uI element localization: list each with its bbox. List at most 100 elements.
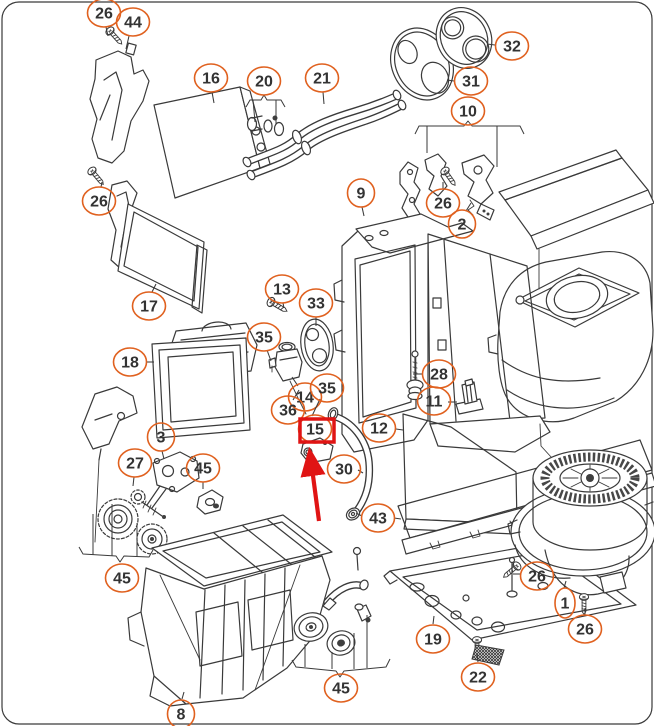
callout-balloon xyxy=(104,563,140,593)
callout-number: 26 xyxy=(528,569,546,586)
callout-number: 13 xyxy=(273,282,291,299)
callout-21: 21 xyxy=(304,63,340,105)
callout-leader-line xyxy=(105,26,109,37)
callout-11: 11 xyxy=(416,386,457,416)
grommet-33 xyxy=(300,318,334,372)
screw-icon xyxy=(85,164,108,188)
callout-balloon xyxy=(112,347,148,377)
callout-number: 20 xyxy=(255,74,273,91)
highlight-annotation xyxy=(298,417,336,522)
callout-balloon xyxy=(450,96,486,126)
callout-balloon xyxy=(166,699,196,726)
callout-number: 3 xyxy=(157,430,166,447)
callout-leader-line xyxy=(292,389,300,401)
callout-balloon xyxy=(494,31,530,61)
callout-26: 26 xyxy=(81,181,117,216)
callout-44: 44 xyxy=(115,7,151,50)
ac-housing-9 xyxy=(333,213,551,453)
callout-balloon xyxy=(346,178,376,208)
callout-balloon xyxy=(146,422,176,452)
callout-number: 18 xyxy=(121,355,139,372)
callout-number: 16 xyxy=(202,71,220,88)
callout-balloon xyxy=(460,662,496,692)
callout-leader-line xyxy=(465,202,472,212)
callout-leader-line xyxy=(266,349,272,362)
sensor-11 xyxy=(455,378,484,415)
callout-1: 1 xyxy=(554,580,576,619)
callout-number: 45 xyxy=(194,461,212,478)
callout-number: 26 xyxy=(576,622,594,639)
callout-balloon xyxy=(447,209,477,239)
support-bracket-44 xyxy=(89,42,150,164)
callout-leader-line xyxy=(311,398,321,417)
callout-number: 45 xyxy=(332,681,350,698)
callout-balloon xyxy=(117,448,153,478)
callout-balloon xyxy=(131,291,167,321)
callout-number: 10 xyxy=(459,104,477,121)
callout-number: 12 xyxy=(370,421,388,438)
actuator-3 xyxy=(146,451,200,509)
linkage-set-45 xyxy=(293,546,372,656)
callout-balloon xyxy=(567,614,603,644)
callout-17: 17 xyxy=(131,283,167,321)
callout-13: 13 xyxy=(264,274,300,309)
callout-leader-line xyxy=(125,35,130,50)
callout-balloon xyxy=(453,66,489,96)
callout-number: 33 xyxy=(307,296,325,313)
callout-number: 1 xyxy=(561,596,570,613)
callout-leader-line xyxy=(181,691,185,700)
callout-number: 17 xyxy=(140,299,158,316)
callout-balloon xyxy=(193,63,229,93)
callout-number: 44 xyxy=(124,15,142,32)
callout-45: 45 xyxy=(323,673,359,703)
callout-number: 43 xyxy=(369,511,387,528)
callout-balloon xyxy=(416,386,452,416)
callout-33: 33 xyxy=(298,288,334,326)
screw-icon xyxy=(103,24,126,48)
callout-35: 35 xyxy=(309,373,345,417)
seal-32 xyxy=(435,7,493,69)
callout-balloon xyxy=(361,413,397,443)
callout-number: 26 xyxy=(90,194,108,211)
callout-balloon xyxy=(246,66,282,96)
callout-19: 19 xyxy=(415,615,451,654)
callout-number: 36 xyxy=(279,403,297,420)
callout-balloon xyxy=(298,288,334,318)
heater-housing-8 xyxy=(127,514,333,707)
hose-end-43 xyxy=(345,507,361,521)
callout-number: 9 xyxy=(357,186,366,203)
callout-number: 14 xyxy=(296,390,314,407)
hose-pair-21 xyxy=(242,89,407,181)
callout-number: 15 xyxy=(306,422,324,439)
callout-leader-line xyxy=(161,450,165,460)
callout-number: 35 xyxy=(255,330,273,347)
callout-bracket xyxy=(291,615,391,678)
callout-number: 21 xyxy=(313,71,331,88)
stud-28 xyxy=(406,350,424,401)
callout-20: 20 xyxy=(246,66,282,96)
bracket-2 xyxy=(461,154,495,205)
callout-leader-line xyxy=(432,615,435,625)
callout-number: 32 xyxy=(503,39,521,56)
callout-number: 26 xyxy=(434,196,452,213)
callout-bracket xyxy=(414,120,525,167)
callout-balloon xyxy=(415,624,451,654)
callout-leader-line xyxy=(211,91,215,104)
callout-number: 28 xyxy=(430,367,448,384)
callout-45: 45 xyxy=(185,453,221,489)
intake-grille xyxy=(498,149,654,250)
callout-balloon xyxy=(360,503,396,533)
callout-balloon xyxy=(519,561,555,591)
heat-exchanger-core-16 xyxy=(153,86,271,199)
callout-26: 26 xyxy=(567,608,603,644)
bracket-parts-10 xyxy=(399,153,495,221)
callout-16: 16 xyxy=(193,63,229,104)
worm-gear-27 xyxy=(130,489,166,519)
callout-35: 35 xyxy=(246,322,282,362)
callout-26: 26 xyxy=(425,182,461,218)
callout-number: 30 xyxy=(335,462,353,479)
callout-8: 8 xyxy=(166,691,196,726)
bushing-45 xyxy=(196,489,224,515)
